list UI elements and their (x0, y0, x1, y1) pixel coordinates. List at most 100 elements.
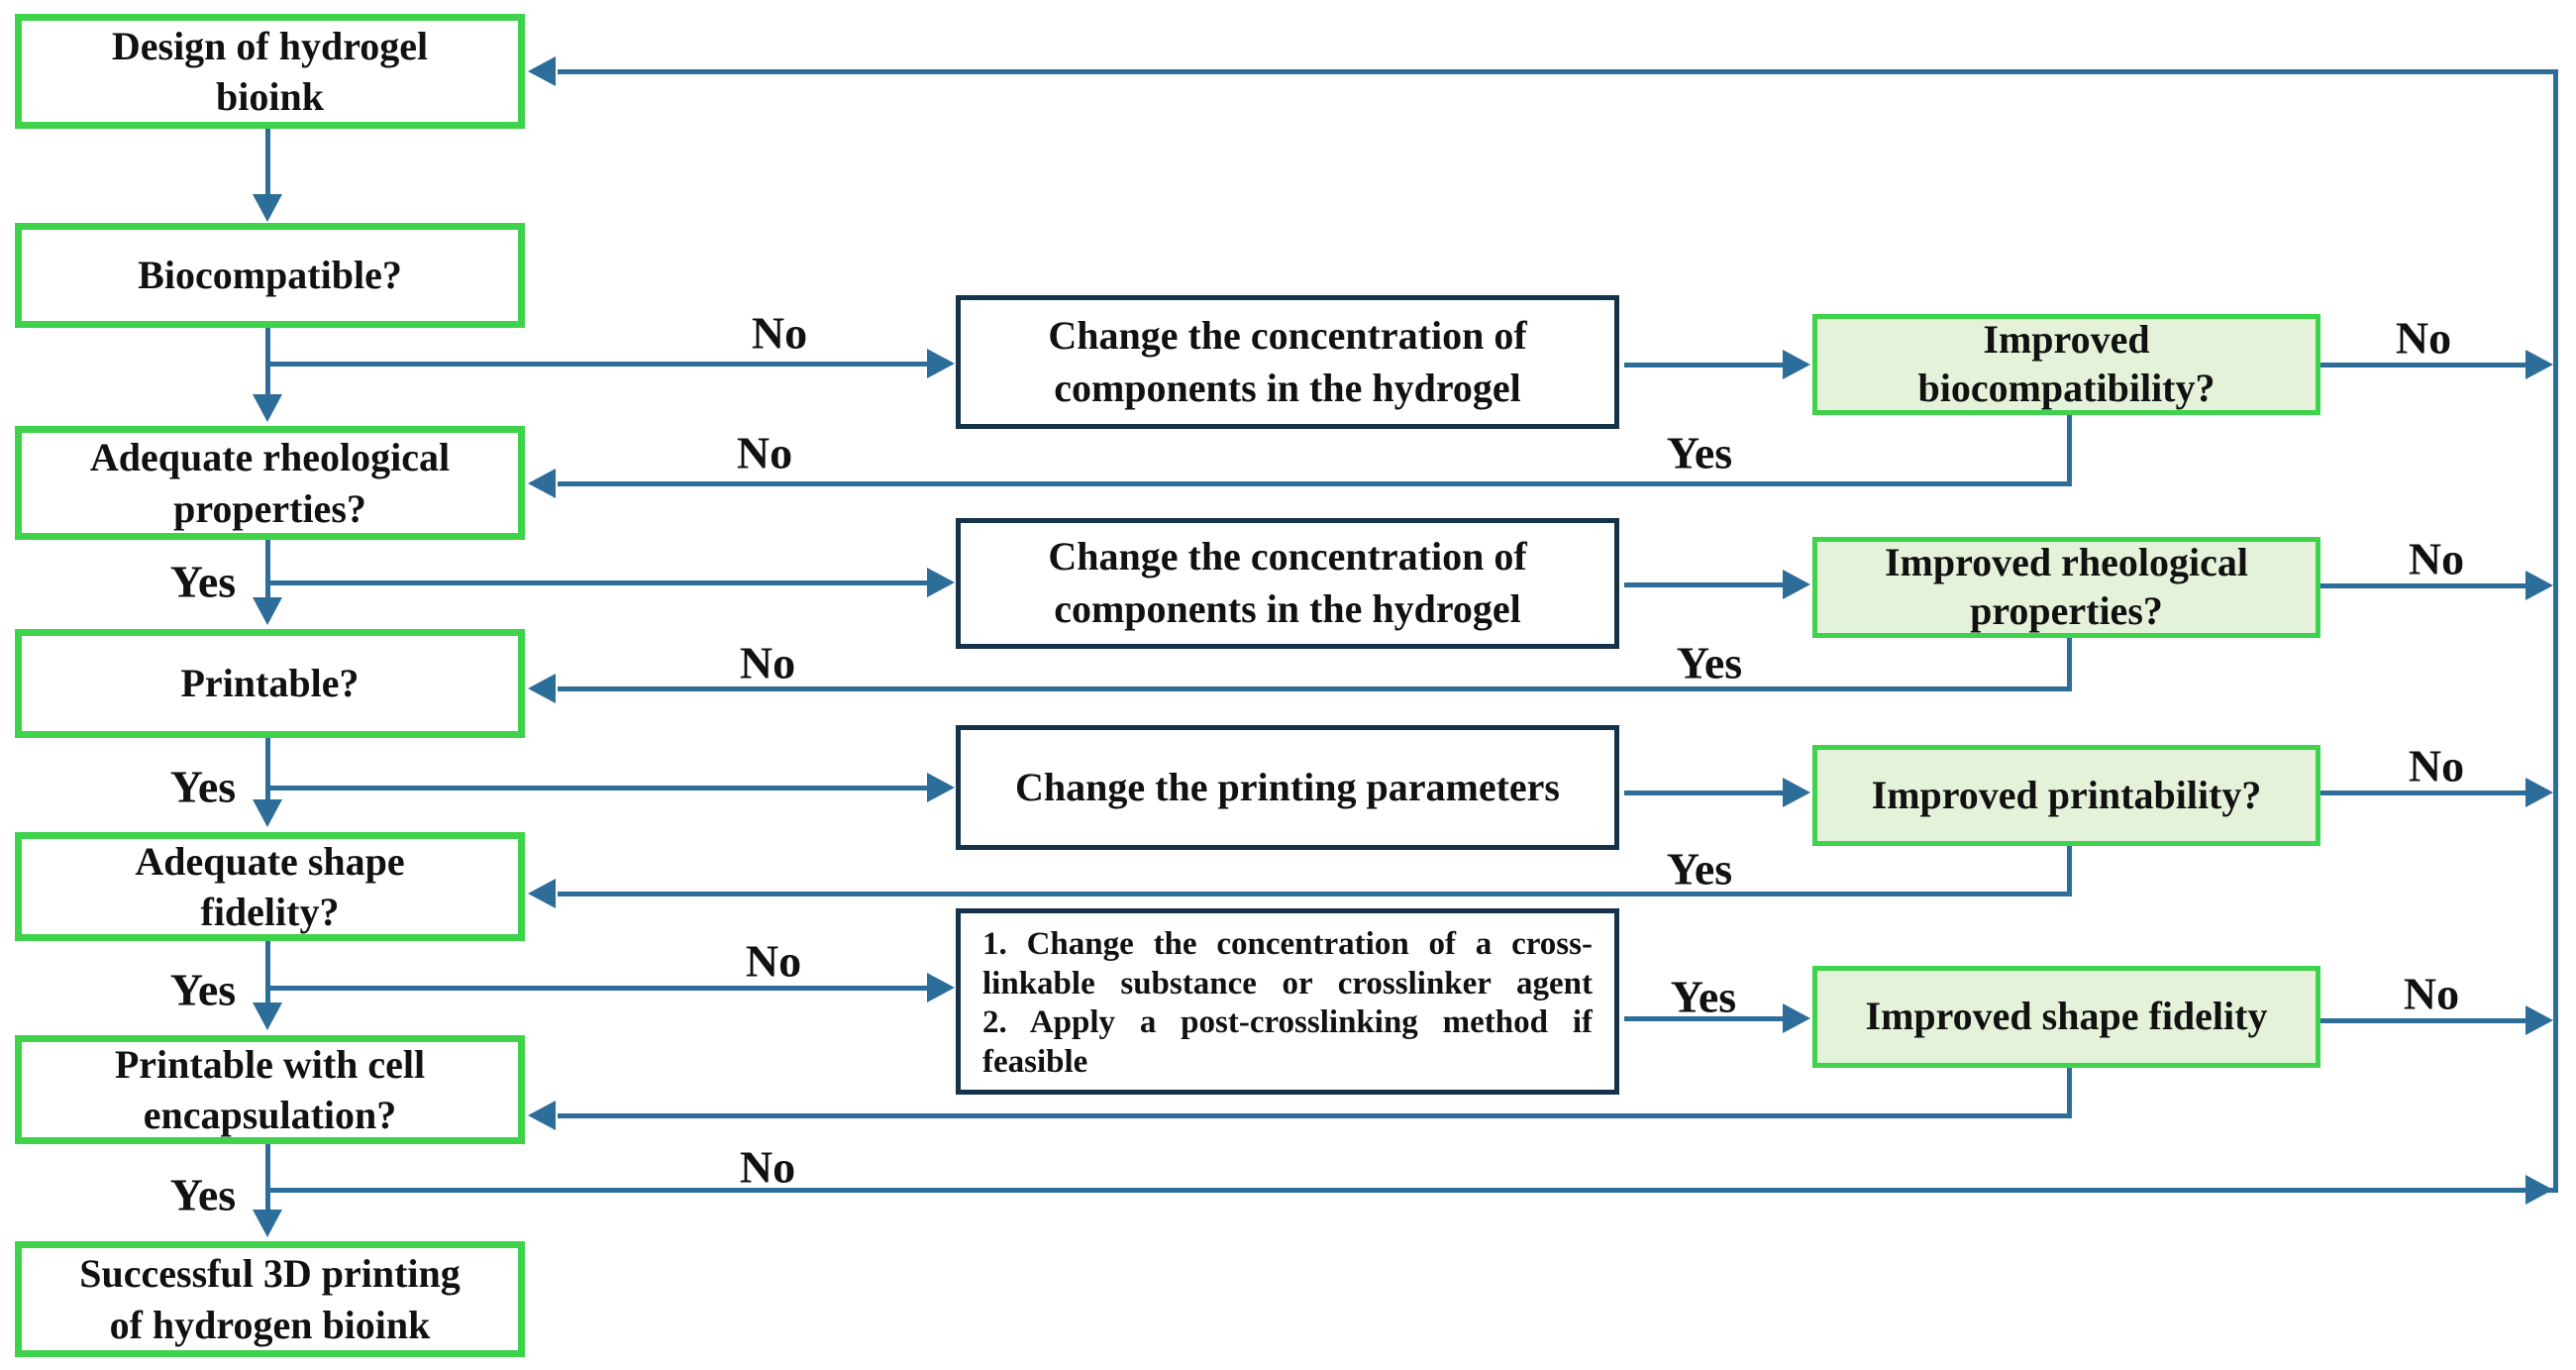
label-yes-return-printability: Yes (1666, 843, 1733, 895)
arrowhead-down-shape-fidelity (253, 799, 282, 827)
connector-improved-shape-fidelity-no (2320, 1018, 2528, 1023)
arrowhead-into-improved-biocompatibility (1783, 350, 1810, 379)
connector-return-rheological-vertical (2067, 638, 2072, 691)
node-improved-biocompatibility: Improved biocompatibility? (1812, 314, 2320, 415)
connector-feedback-vertical (2553, 69, 2558, 1193)
node-label: fidelity? (200, 890, 340, 934)
arrowhead-feedback-1 (2525, 350, 2553, 379)
connector-rheological-no-branch (265, 580, 931, 585)
connector-shape-fidelity-to-cell-encapsulation (265, 941, 270, 1002)
node-label: Adequate shape (135, 838, 405, 884)
node-change-concentration-1: Change the concentration of components i… (956, 295, 1619, 429)
node-adequate-rheological-properties: Adequate rheological properties? (15, 426, 525, 540)
connector-biocompatible-no-branch (265, 362, 931, 367)
node-label: properties? (1970, 588, 2163, 633)
connector-return-shape-fidelity-vertical (2067, 1068, 2072, 1118)
node-label: Improved (1983, 317, 2150, 363)
connector-return-printability-horizontal (558, 892, 2072, 896)
node-label: Design of hydrogel (111, 23, 429, 68)
node-label: Adequate rheological (89, 435, 451, 480)
connector-printable-no-branch (265, 786, 931, 790)
node-label: 1. Change the concentration of a cross- (982, 926, 1593, 962)
arrowhead-into-improved-printability (1783, 778, 1810, 807)
node-biocompatible: Biocompatible? (15, 223, 525, 328)
node-change-concentration-2: Change the concentration of components i… (956, 518, 1619, 649)
arrowhead-into-change-printing-parameters (927, 773, 955, 802)
arrowhead-down-success (253, 1210, 282, 1237)
node-improved-rheological-properties: Improved rheological properties? (1812, 537, 2320, 638)
connector-cell-encapsulation-no-branch (265, 1188, 2558, 1193)
arrowhead-bottom-feedback (2525, 1175, 2553, 1205)
node-label: 2. Apply a post-crosslinking method if (982, 1004, 1593, 1040)
arrowhead-into-change-concentration-2 (927, 568, 955, 597)
label-yes-return-rheological: Yes (1676, 637, 1743, 688)
label-no-shape-fidelity-row: No (745, 935, 802, 987)
label-yes-return-biocompatibility: Yes (1666, 427, 1733, 478)
label-yes-printable: Yes (169, 761, 237, 812)
node-label: biocompatibility? (1917, 366, 2215, 410)
label-no-improved-rheological: No (2408, 533, 2465, 584)
node-improved-shape-fidelity: Improved shape fidelity (1812, 966, 2320, 1068)
connector-improved-printability-no (2320, 790, 2528, 795)
node-label: feasible (982, 1043, 1088, 1080)
label-no-improved-printability: No (2408, 740, 2465, 791)
connector-return-biocompatibility-vertical (2067, 415, 2072, 486)
arrowhead-down-printable (253, 597, 282, 625)
node-label: Change the concentration of (1048, 534, 1527, 580)
arrowhead-into-crosslinking-options (927, 973, 955, 1002)
arrowhead-feedback-2 (2525, 571, 2553, 600)
connector-return-biocompatibility-horizontal (558, 481, 2072, 486)
arrowhead-down-rheological (253, 394, 282, 422)
arrowhead-down-cell-encapsulation (253, 1002, 282, 1030)
arrowhead-into-improved-shape-fidelity (1783, 1003, 1810, 1033)
node-label: components in the hydrogel (1054, 365, 1521, 410)
node-label: components in the hydrogel (1054, 586, 1521, 631)
node-label: Printable with cell (114, 1041, 426, 1087)
node-label: Change the printing parameters (1015, 764, 1560, 809)
connector-feedback-top (558, 69, 2558, 74)
node-label: bioink (216, 74, 324, 119)
arrowhead-into-change-concentration-1 (927, 349, 955, 378)
connector-improved-biocompatibility-no (2320, 363, 2528, 368)
node-printable: Printable? (15, 629, 525, 738)
arrowhead-return-into-rheological (528, 469, 556, 498)
label-no-printable-row: No (739, 637, 796, 688)
arrowhead-return-into-shape-fidelity (528, 879, 556, 908)
arrowhead-into-design-box (528, 56, 556, 86)
connector-improved-rheological-no (2320, 583, 2528, 588)
label-yes-cell-encapsulation: Yes (169, 1169, 237, 1220)
arrowhead-return-into-printable (528, 674, 556, 703)
node-label: Improved printability? (1871, 772, 2262, 817)
node-label: properties? (173, 485, 366, 531)
connector-parameters-to-improved-printability (1624, 790, 1788, 795)
node-successful-3d-printing: Successful 3D printing of hydrogen bioin… (15, 1241, 525, 1357)
label-no-cell-encapsulation: No (739, 1141, 796, 1193)
label-no-biocompatible: No (751, 307, 808, 359)
connector-return-shape-fidelity-horizontal (558, 1113, 2072, 1118)
arrowhead-return-into-cell-encapsulation (528, 1101, 556, 1130)
arrowhead-into-improved-rheological (1783, 570, 1810, 599)
connector-cell-encapsulation-to-success (265, 1144, 270, 1210)
node-change-printing-parameters: Change the printing parameters (956, 725, 1619, 850)
connector-biocompatible-to-rheological (265, 328, 270, 394)
label-no-improved-biocompatibility: No (2395, 312, 2452, 364)
node-label: Improved rheological (1884, 540, 2248, 585)
node-label: Improved shape fidelity (1865, 994, 2268, 1039)
node-design-hydrogel-bioink: Design of hydrogel bioink (15, 14, 525, 129)
node-printable-with-cell-encapsulation: Printable with cell encapsulation? (15, 1035, 525, 1144)
node-label: Change the concentration of (1048, 312, 1527, 358)
node-label: Printable? (180, 661, 360, 706)
arrowhead-down-biocompatible (253, 194, 282, 222)
node-label: encapsulation? (143, 1093, 397, 1137)
node-crosslinking-options: 1. Change the concentration of a cross- … (956, 908, 1619, 1095)
connector-printable-to-shape-fidelity (265, 738, 270, 799)
label-yes-shape-fidelity: Yes (169, 964, 237, 1015)
label-yes-rheological: Yes (169, 556, 237, 607)
connector-concentration1-to-improved-biocompatibility (1624, 363, 1788, 368)
connector-crosslinking-to-improved-shape-fidelity (1624, 1016, 1788, 1021)
connector-return-printability-vertical (2067, 846, 2072, 896)
connector-shape-fidelity-no-branch (265, 986, 931, 991)
node-label: linkable substance or crosslinker agent (982, 965, 1593, 1001)
arrowhead-feedback-4 (2525, 1005, 2553, 1035)
